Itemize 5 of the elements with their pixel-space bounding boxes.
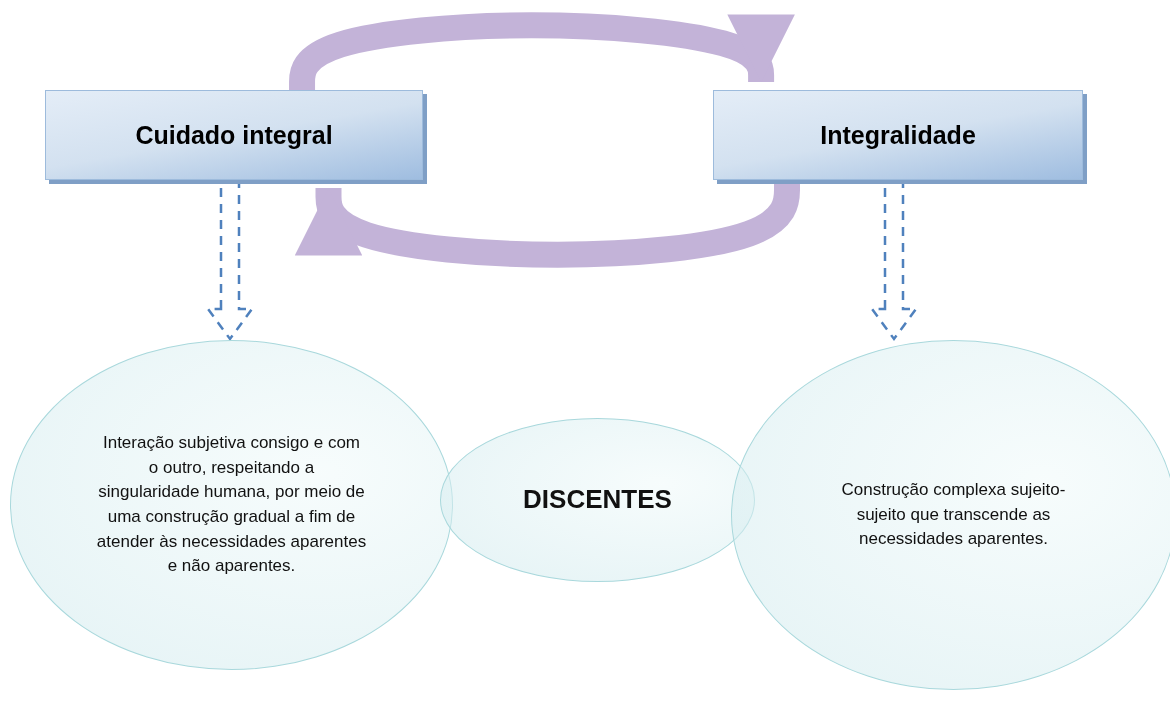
- box-title: Cuidado integral: [135, 120, 333, 150]
- description-text: Interação subjetiva consigo e com o outro, respeitando a singularidade humana, por meio de uma construção gradual a fim de atender às necessidades aparentes e não aparentes.: [96, 432, 367, 578]
- box-title: Integralidade: [820, 120, 976, 150]
- center-label: DISCENTES: [523, 483, 672, 517]
- description-text: Construção complexa sujeito-sujeito que transcende as necessidades aparentes.: [840, 479, 1067, 551]
